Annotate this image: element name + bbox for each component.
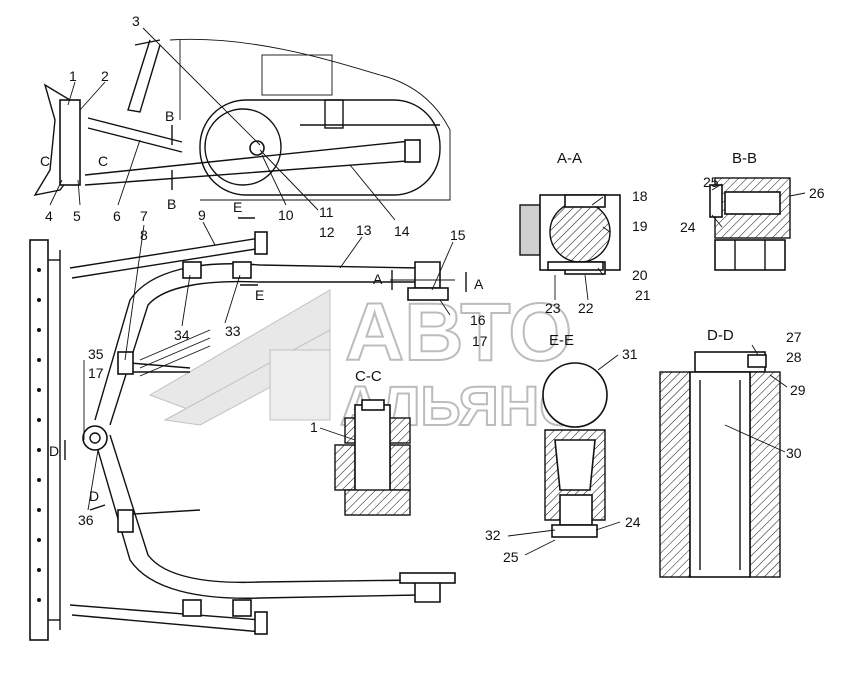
callout-33: 33 xyxy=(225,323,241,339)
callout-35: 35 xyxy=(88,346,104,362)
callout-20: 20 xyxy=(632,267,648,283)
cut-mark-b-top: B xyxy=(165,108,174,124)
hatch-marks xyxy=(139,329,211,377)
callout-19: 19 xyxy=(632,218,648,234)
callout-14: 14 xyxy=(394,223,410,239)
callout-32: 32 xyxy=(485,527,501,543)
section-title-aa: A-A xyxy=(557,150,582,167)
section-aa: A-A xyxy=(519,150,621,275)
section-cc: C-C xyxy=(334,368,411,516)
cut-markers: B B C C E E A A D D xyxy=(40,108,484,511)
plan-view-frame xyxy=(29,231,456,641)
callout-36: 36 xyxy=(78,512,94,528)
callout-18: 18 xyxy=(632,188,648,204)
callout-27: 27 xyxy=(786,329,802,345)
callout-31: 31 xyxy=(622,346,638,362)
section-title-cc: C-C xyxy=(355,368,382,385)
watermark: АВТО АЛЬЯНС xyxy=(148,286,581,438)
cut-mark-d-left: D xyxy=(49,443,59,459)
callout-8: 8 xyxy=(140,227,148,243)
callout-24-bb: 24 xyxy=(680,219,696,235)
section-title-ee: E-E xyxy=(549,332,574,349)
callout-11: 11 xyxy=(319,204,334,220)
callout-3: 3 xyxy=(132,13,140,29)
callout-12: 12 xyxy=(319,224,335,240)
callout-28: 28 xyxy=(786,349,802,365)
callout-1-cc: 1 xyxy=(310,419,318,435)
section-dd: D-D xyxy=(659,327,781,578)
section-title-dd: D-D xyxy=(707,327,734,344)
cut-mark-d-bottom: D xyxy=(89,488,99,504)
callout-24-ee: 24 xyxy=(625,514,641,530)
callout-7: 7 xyxy=(140,208,148,224)
callout-10: 10 xyxy=(278,207,294,223)
callout-34: 34 xyxy=(174,327,190,343)
callout-17-left: 17 xyxy=(88,365,104,381)
watermark-line1: АВТО xyxy=(345,287,572,378)
cut-mark-c-right: C xyxy=(98,153,108,169)
callout-1: 1 xyxy=(69,68,77,84)
callout-5: 5 xyxy=(73,208,81,224)
section-bb: B-B xyxy=(709,150,791,271)
cut-mark-b-bottom: B xyxy=(167,196,176,212)
callout-25-bb: 25 xyxy=(703,174,719,190)
tractor-side-view xyxy=(33,38,451,201)
cut-mark-a-left: A xyxy=(373,271,383,287)
callout-22: 22 xyxy=(578,300,594,316)
callout-17-top: 17 xyxy=(472,333,488,349)
callout-23: 23 xyxy=(545,300,561,316)
cut-mark-e-bottom: E xyxy=(255,287,264,303)
callout-9: 9 xyxy=(198,207,206,223)
blade-holes xyxy=(37,268,41,602)
callout-25-ee: 25 xyxy=(503,549,519,565)
callout-15: 15 xyxy=(450,227,466,243)
callout-6: 6 xyxy=(113,208,121,224)
callout-21: 21 xyxy=(635,287,651,303)
cut-mark-a-right: A xyxy=(474,276,484,292)
callout-29: 29 xyxy=(790,382,806,398)
callout-2: 2 xyxy=(101,68,109,84)
cut-mark-c-left: C xyxy=(40,153,50,169)
leader-lines xyxy=(49,27,806,556)
callout-30: 30 xyxy=(786,445,802,461)
callout-13: 13 xyxy=(356,222,372,238)
section-title-bb: B-B xyxy=(732,150,757,167)
section-ee: E-E xyxy=(542,332,608,538)
cut-mark-e-top: E xyxy=(233,199,242,215)
callout-labels: 1 2 3 4 5 6 7 8 9 10 11 12 13 14 15 16 1… xyxy=(45,13,825,565)
callout-26: 26 xyxy=(809,185,825,201)
callout-4: 4 xyxy=(45,208,53,224)
watermark-logo xyxy=(148,289,331,426)
callout-16: 16 xyxy=(470,312,486,328)
